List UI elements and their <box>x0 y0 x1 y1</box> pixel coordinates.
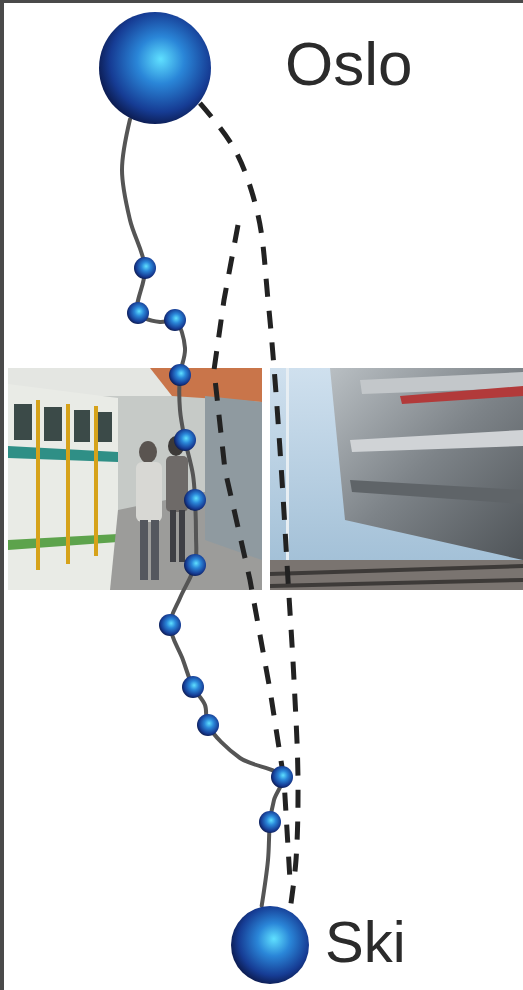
door-edge <box>36 400 40 570</box>
frame-edge <box>0 0 523 3</box>
station-dot <box>159 614 181 636</box>
station-dot <box>134 257 156 279</box>
city-name: Oslo <box>285 33 412 95</box>
station-dot <box>184 489 206 511</box>
door-edge <box>66 404 70 564</box>
motion-streak <box>350 430 523 452</box>
express-line <box>200 103 298 910</box>
passenger <box>139 441 157 463</box>
city-name: Ski <box>325 913 406 971</box>
train-window <box>14 404 32 440</box>
passenger <box>179 510 185 562</box>
city-sphere-fill <box>99 12 211 124</box>
station-dot <box>164 309 186 331</box>
train-window <box>44 407 62 441</box>
catenary-pole <box>286 368 289 590</box>
rail <box>270 578 523 588</box>
passenger <box>151 520 159 580</box>
train-window <box>74 410 90 442</box>
train-stripe <box>8 534 118 550</box>
label-holder: Ski <box>325 913 406 971</box>
label-holder: Oslo <box>285 33 412 95</box>
photo-ground <box>8 368 262 590</box>
local-line <box>122 119 283 906</box>
station-dot <box>127 302 149 324</box>
station-node: Oslo <box>98 11 412 125</box>
train-stripe <box>8 446 118 462</box>
express-photo <box>270 368 523 590</box>
motion-streak <box>350 480 523 504</box>
rail <box>270 564 523 576</box>
train-window <box>98 412 112 442</box>
city-sphere-fill <box>231 906 309 984</box>
passenger <box>170 510 176 562</box>
local-train <box>8 384 118 590</box>
station-dot <box>182 676 204 698</box>
platform-photo <box>8 368 262 590</box>
door-edge <box>94 406 98 556</box>
passenger <box>140 520 148 580</box>
station-dot <box>271 766 293 788</box>
station-dot <box>169 364 191 386</box>
frame-edge <box>0 0 4 990</box>
passenger <box>136 462 162 522</box>
station-dot <box>259 811 281 833</box>
platform-wall <box>205 396 262 560</box>
city-sphere <box>98 11 212 125</box>
station-dot <box>197 714 219 736</box>
motion-streak <box>400 386 523 404</box>
sky <box>270 368 523 590</box>
city-sphere <box>230 905 310 985</box>
station-node: Ski <box>230 905 406 985</box>
station-dot <box>174 429 196 451</box>
express-train-blur <box>330 368 523 560</box>
station-dot <box>184 554 206 576</box>
track-bed <box>270 560 523 590</box>
